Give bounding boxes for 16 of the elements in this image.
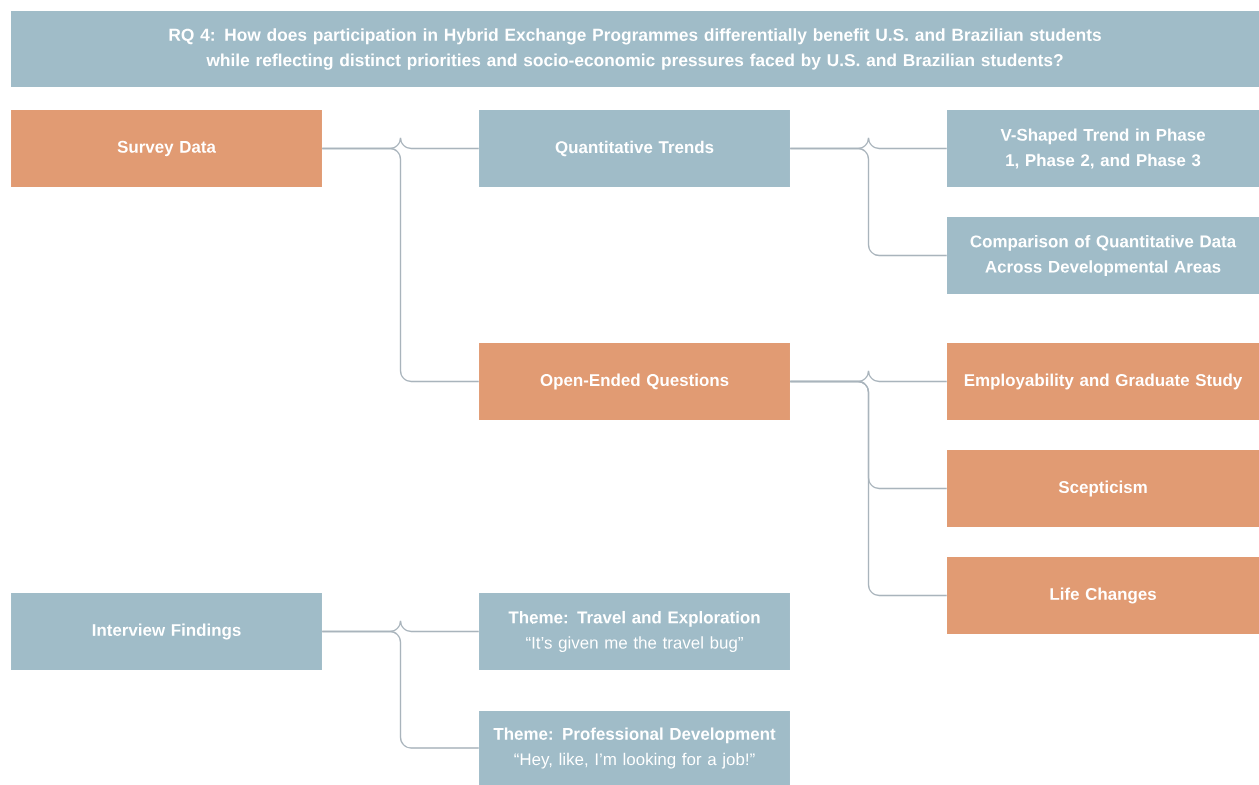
connector-line: [789, 147, 948, 257]
process-box: Theme: Professional Development “Hey, like, I’m looking for a job!”: [479, 711, 790, 785]
process-box: Interview Findings: [11, 593, 322, 671]
connector-line: [321, 147, 480, 383]
process-box: V-Shaped Trend in Phase 1, Phase 2, and Phase 3: [947, 109, 1259, 188]
process-box: Theme: Travel and Exploration “It’s given me the travel bug”: [479, 593, 790, 671]
process-box: Quantitative Trends: [479, 109, 790, 188]
process-box: Life Changes: [947, 556, 1259, 635]
connector-line: [789, 380, 948, 597]
process-box: Employability and Graduate Study: [947, 342, 1259, 421]
process-box: Survey Data: [11, 109, 322, 188]
title-banner: RQ 4: How does participation in Hybrid Exchange Programmes differentially benefit U.S. and Brazilian students while reflecting distinct priorities and socio-economic pressures faced by U.S. and Brazilian students?: [11, 11, 1259, 87]
process-box: Open-Ended Questions: [479, 342, 790, 421]
process-box: Scepticism: [947, 449, 1259, 528]
connector-line: [321, 630, 480, 749]
process-box: Comparison of Quantitative Data Across Developmental Areas: [947, 216, 1259, 295]
